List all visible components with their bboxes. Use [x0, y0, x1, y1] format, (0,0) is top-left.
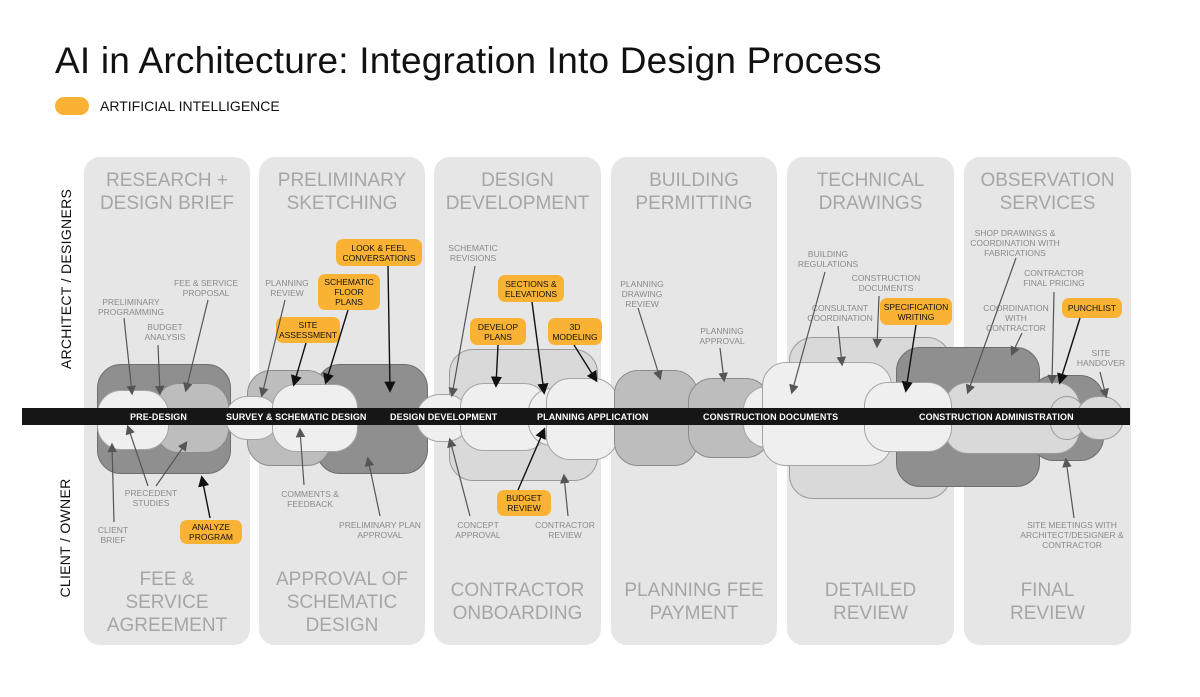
stage-label-survey-schematic: SURVEY & SCHEMATIC DESIGN [226, 412, 367, 422]
annotation-shop-drawings: SHOP DRAWINGS & COORDINATION WITH FABRIC… [970, 228, 1060, 258]
arrow-prelim-programming [123, 317, 137, 396]
legend-ai-label: ARTIFICIAL INTELLIGENCE [100, 98, 280, 114]
annotation-planning-review: PLANNING REVIEW [265, 278, 309, 298]
annotation-consultant-coordination: CONSULTANT COORDINATION [807, 303, 873, 323]
stage-label-construction-documents: CONSTRUCTION DOCUMENTS [703, 412, 839, 422]
phase-6-client-title: FINAL REVIEW [1010, 580, 1085, 624]
ai-task-develop-plans: DEVELOP PLANS [470, 318, 526, 345]
ai-task-sections-elevations: SECTIONS & ELEVATIONS [498, 275, 564, 302]
ai-task-budget-review: BUDGET REVIEW [497, 490, 551, 516]
annotation-comments-feedback: COMMENTS & FEEDBACK [281, 489, 339, 509]
annotation-construction-documents: CONSTRUCTION DOCUMENTS [851, 273, 921, 293]
annotation-preliminary-plan-approval: PRELIMINARY PLAN APPROVAL [339, 520, 421, 540]
phase-6-title: OBSERVATION SERVICES [980, 170, 1115, 214]
phase-2-title: PRELIMINARY SKETCHING [277, 170, 407, 214]
phase-4-client-title: PLANNING FEE PAYMENT [624, 580, 764, 624]
annotation-building-regulations: BUILDING REGULATIONS [797, 249, 859, 269]
stage-label-planning-application: PLANNING APPLICATION [537, 412, 649, 422]
annotation-planning-approval: PLANNING APPROVAL [699, 326, 745, 346]
ai-task-site-assessment: SITE ASSESSMENT [276, 317, 340, 343]
annotation-coordination-contractor: COORDINATION WITH CONTRACTOR [983, 303, 1049, 333]
arrow-fee-proposal [183, 299, 209, 393]
annotation-preliminary-programming: PRELIMINARY PROGRAMMING [97, 297, 165, 317]
phase-3-title: DESIGN DEVELOPMENT [445, 170, 590, 214]
annotation-schematic-revisions: SCHEMATIC REVISIONS [448, 243, 498, 263]
annotation-fee-proposal: FEE & SERVICE PROPOSAL [173, 278, 239, 298]
phase-1-title: RESEARCH + DESIGN BRIEF [99, 170, 235, 214]
page-title: AI in Architecture: Integration Into Des… [55, 40, 882, 81]
annotation-contractor-review: CONTRACTOR REVIEW [535, 520, 595, 540]
stage-label-construction-administration: CONSTRUCTION ADMINISTRATION [919, 412, 1074, 422]
annotation-precedent-studies: PRECEDENT STUDIES [124, 488, 178, 508]
phase-2-client-title: APPROVAL OF SCHEMATIC DESIGN [276, 569, 408, 636]
phase-4-title: BUILDING PERMITTING [635, 170, 753, 214]
ai-task-analyze-program: ANALYZE PROGRAM [180, 520, 242, 544]
stage-label-design-development: DESIGN DEVELOPMENT [390, 412, 498, 422]
phase-5-title: TECHNICAL DRAWINGS [816, 170, 925, 214]
annotation-budget-analysis: BUDGET ANALYSIS [144, 322, 186, 342]
phase-1-client-title: FEE & SERVICE AGREEMENT [106, 569, 228, 636]
annotation-concept-approval: CONCEPT APPROVAL [455, 520, 501, 540]
phase-3-client-title: CONTRACTOR ONBOARDING [450, 580, 585, 624]
ai-task-schematic-floor-plans: SCHEMATIC FLOOR PLANS [318, 274, 380, 310]
ai-task-punchlist: PUNCHLIST [1062, 298, 1122, 318]
ai-task-3d-modeling: 3D MODELING [548, 318, 602, 345]
annotation-site-handover: SITE HANDOVER [1076, 348, 1126, 368]
timeline-bar [22, 408, 1130, 425]
annotation-site-meetings: SITE MEETINGS WITH ARCHITECT/DESIGNER & … [1020, 520, 1124, 550]
annotation-contractor-final-pricing: CONTRACTOR FINAL PRICING [1023, 268, 1085, 288]
stage-label-pre-design: PRE-DESIGN [130, 412, 188, 422]
annotation-client-brief: CLIENT BRIEF [97, 525, 129, 545]
ai-task-look-feel-conversations: LOOK & FEEL CONVERSATIONS [336, 239, 422, 266]
legend-ai-swatch [55, 97, 89, 115]
phase-5-client-title: DETAILED REVIEW [824, 580, 917, 624]
annotation-planning-drawing-review: PLANNING DRAWING REVIEW [620, 279, 664, 309]
ai-task-specification-writing: SPECIFICATION WRITING [880, 298, 952, 325]
